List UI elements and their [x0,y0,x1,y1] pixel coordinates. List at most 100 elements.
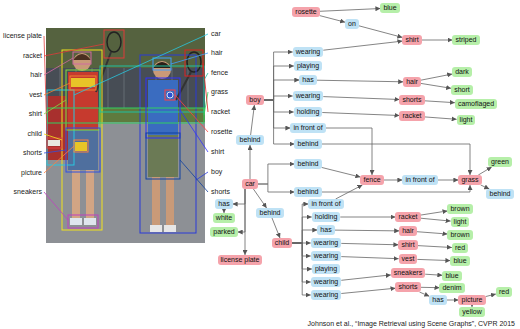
connector [384,180,403,181]
connector [292,243,311,256]
bounding-box [70,76,96,90]
connector [233,189,245,204]
attribute-box: blue [380,3,399,13]
node-text: rosette [295,8,316,15]
node-text: shirt [405,36,418,43]
node-text: striped [455,36,476,43]
object-box: vest [399,254,418,264]
attribute-box: light [457,115,476,125]
connector [341,275,391,280]
node-text: wearing [314,278,339,285]
attribute-box: striped [452,35,479,45]
node-text: in front of [293,124,322,131]
leader-line [74,34,208,95]
relation-box: wearing [293,91,324,101]
connector [264,96,293,100]
relation-box: holding [312,212,341,222]
node-text: has [218,200,229,207]
boy-sneaker [150,225,162,232]
leader-line [44,44,104,56]
leader-line [180,160,208,192]
object-box: boy [246,95,263,105]
attribute-box: blue [450,256,469,266]
connector [420,292,430,296]
attribute-box: red [452,243,468,253]
boy-leg [152,177,160,225]
connector [421,83,451,88]
relation-box: holding [294,107,323,117]
connector [359,26,403,38]
attribute-box: brown [447,230,472,240]
node-text: brown [450,205,469,212]
connector [341,257,398,259]
node-text: holding [297,108,320,115]
connector [258,184,295,192]
object-box: shirt [398,240,417,250]
node-text: light [460,116,473,123]
node-text: blue [383,4,396,11]
object-box: racket [399,111,424,121]
connector [422,40,453,41]
node-text: holding [315,213,338,220]
connector [417,232,448,234]
node-text: light [454,218,467,225]
relation-box: behind [236,135,263,145]
node-text: behind [489,190,510,197]
node-text: in front of [405,176,434,183]
relation-box: has [215,199,232,209]
connector [253,189,266,208]
child-head [73,53,91,71]
rosette-shape [167,92,173,98]
attribute-box: dark [452,67,472,77]
node-text: blue [445,272,458,279]
object-box: fence [360,175,383,185]
child-sneaker [84,218,96,225]
connector [438,180,459,181]
object-box: grass [458,175,481,185]
node-text: in front of [311,200,340,207]
relation-box: wearing [293,47,324,57]
connector [425,274,442,275]
leader-line [171,53,208,64]
fence-post [107,68,108,112]
object-box: hair [399,226,417,236]
attribute-box: white [213,213,235,223]
foliage [46,28,205,68]
leader-line [203,63,208,112]
connector [341,288,395,293]
attribute-box: parked [210,227,237,237]
relation-box: in front of [308,199,343,209]
part-label: racket [23,52,42,60]
bounding-box [153,58,171,70]
relation-box: behind [294,139,321,149]
relation-box: wearing [311,251,342,261]
bounding-box [146,133,180,179]
leader-line [44,146,74,173]
attribute-box: blue [442,271,461,281]
boy-shorts [148,135,178,177]
part-label: picture [21,169,42,177]
object-box: shirt [402,35,421,45]
connector [264,100,295,144]
relation-box: wearing [311,290,342,300]
relation-box: has [429,295,446,305]
child-shorts [68,130,98,170]
boy-sneaker [164,225,176,232]
object-box: picture [458,295,485,305]
connector [425,101,455,103]
part-label: shirt [29,110,42,118]
part-label: rosette [211,128,232,136]
bounding-box [66,128,100,172]
bounding-box [165,90,175,100]
relation-box: playing [312,264,340,274]
node-text: shorts [398,283,417,290]
node-text: denim [442,284,461,291]
node-text: brown [450,231,469,238]
node-text: has [432,296,443,303]
attribute-box: brown [447,204,472,214]
node-text: child [275,239,289,246]
figure-caption: Johnson et al., “Image Retrieval using S… [308,320,515,328]
object-box: car [242,179,258,189]
node-text: green [491,158,509,165]
